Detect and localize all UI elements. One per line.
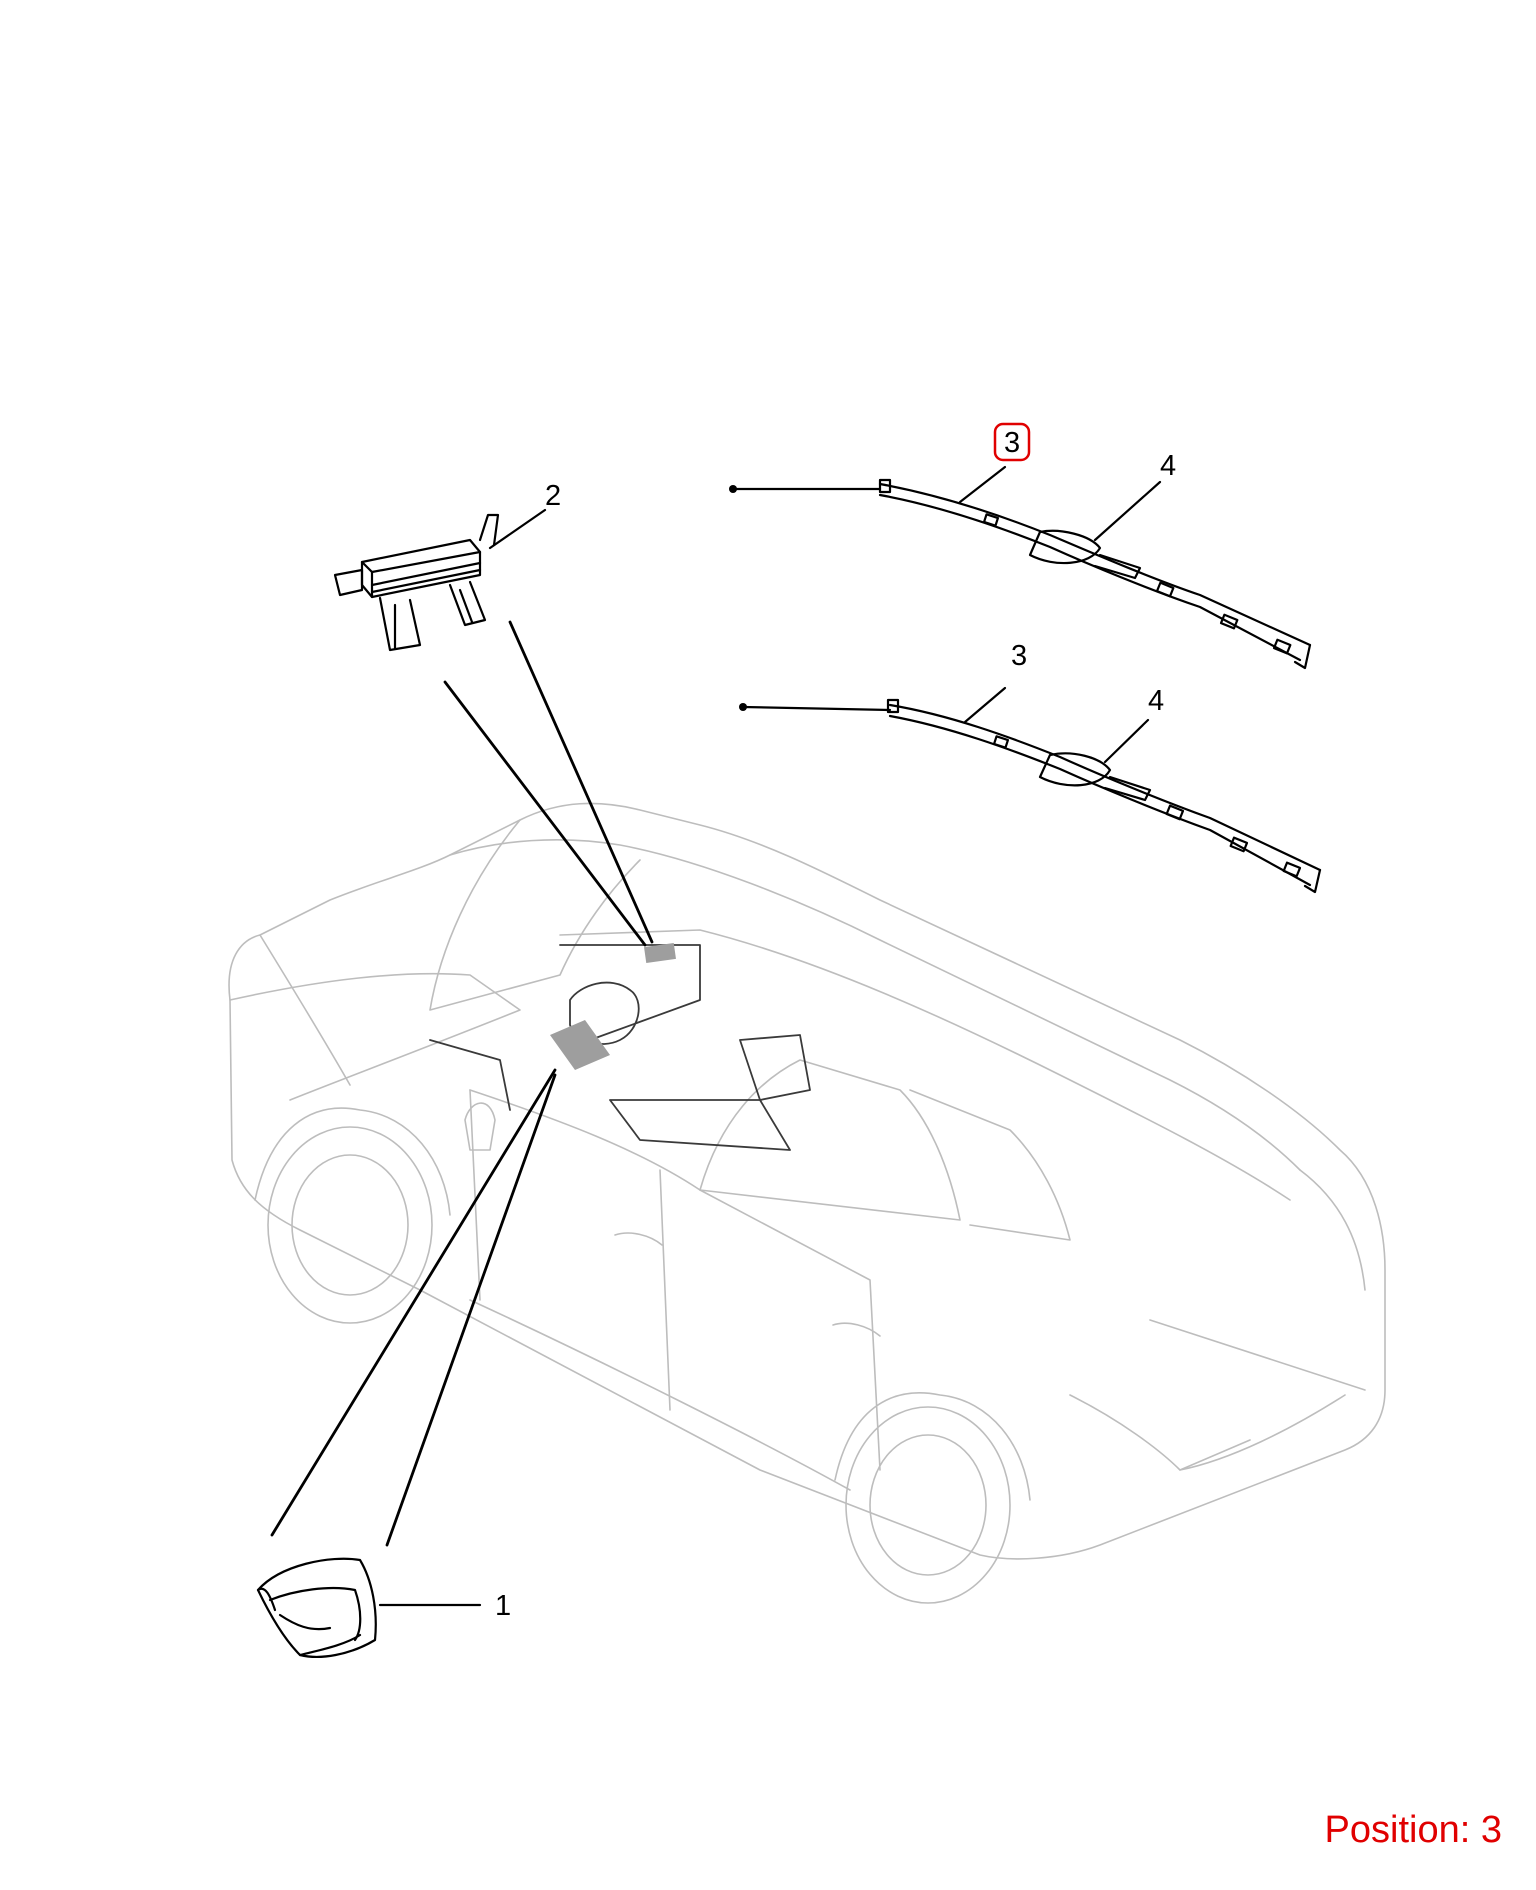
car-outline <box>228 802 1386 1604</box>
callout-3-highlighted: 3 <box>993 422 1031 462</box>
curtain-airbag-top <box>729 478 1312 670</box>
callout-3-bottom: 3 <box>1011 640 1027 672</box>
callout-3-top: 3 <box>1004 427 1020 459</box>
curtain-airbag-bottom <box>739 698 1322 894</box>
callout-1: 1 <box>495 1590 511 1622</box>
position-label: Position: 3 <box>1324 1809 1502 1851</box>
driver-airbag <box>256 1557 377 1658</box>
leader-lines <box>270 465 1162 1607</box>
callout-4-top: 4 <box>1160 450 1176 482</box>
callout-4-bottom: 4 <box>1148 685 1164 717</box>
callout-2: 2 <box>545 480 561 512</box>
passenger-airbag-module <box>333 513 500 652</box>
